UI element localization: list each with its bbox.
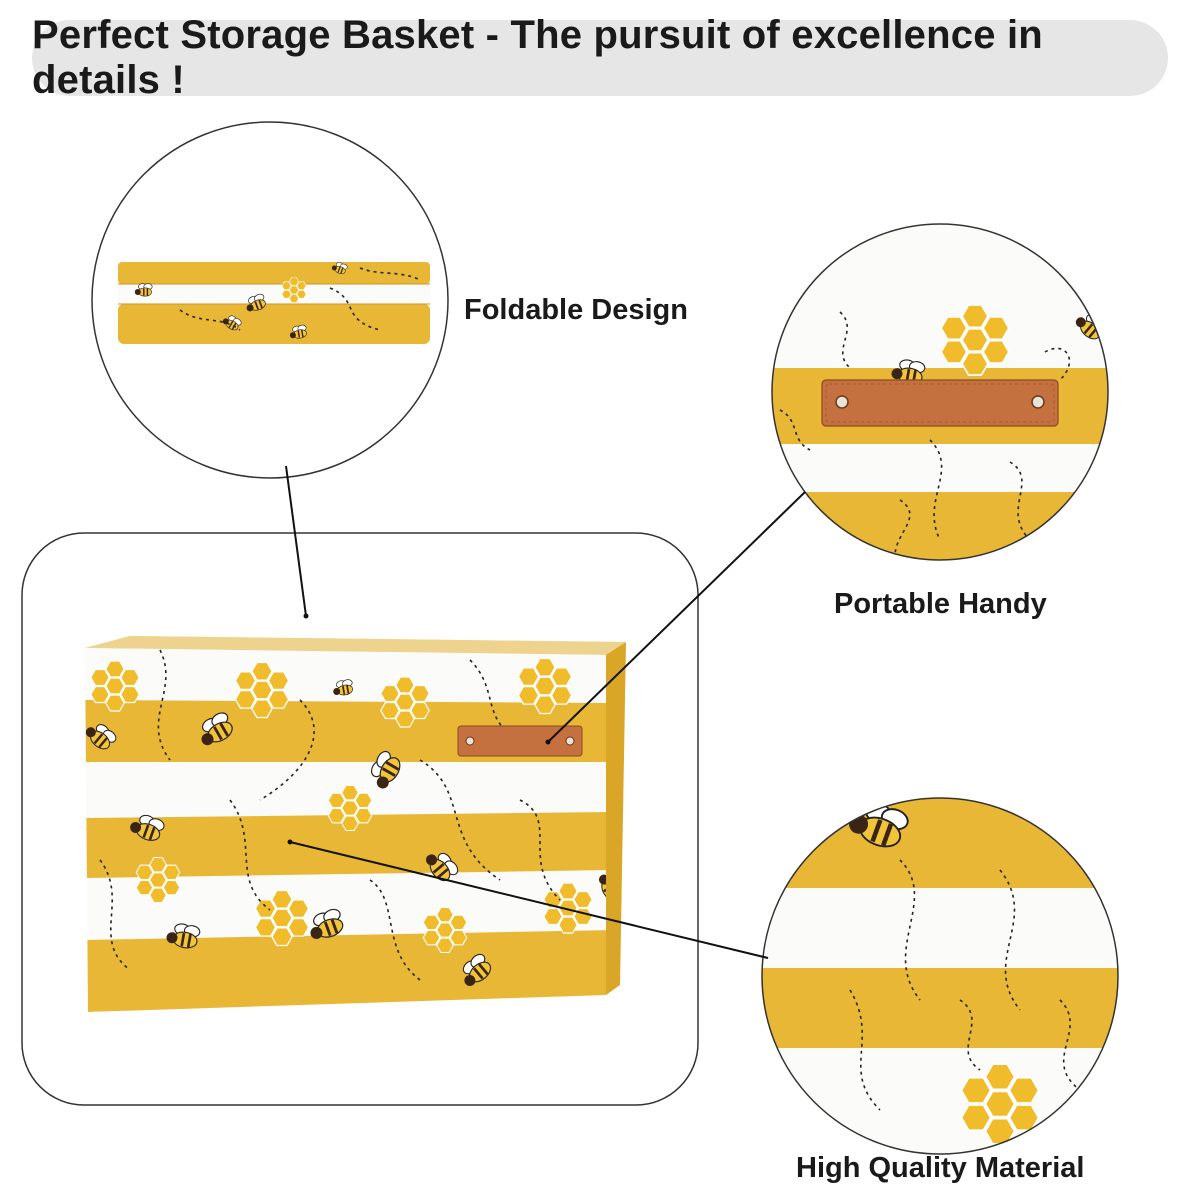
product-frame — [21, 532, 699, 1106]
bee-icon — [246, 293, 266, 312]
flight-path — [369, 879, 421, 981]
bee-icon — [85, 724, 117, 750]
bee-icon — [462, 953, 492, 986]
bee-icon — [134, 283, 153, 297]
basket-side — [606, 642, 626, 995]
folded-basket — [118, 262, 430, 344]
material-detail-circle — [761, 797, 1119, 1155]
flight-path — [1059, 999, 1081, 1091]
bee-icon — [370, 750, 401, 789]
leather-handle — [821, 379, 1059, 427]
flight-path — [329, 287, 381, 331]
honeycomb-icon — [254, 889, 310, 947]
portable-handy-label: Portable Handy — [834, 588, 1047, 620]
honeycomb-icon — [380, 676, 430, 728]
honeycomb-icon — [960, 1063, 1040, 1145]
honeycomb-icon — [281, 277, 307, 303]
foldable-design-label: Foldable Design — [464, 294, 688, 326]
flight-path — [899, 859, 921, 1001]
bee-icon — [289, 324, 307, 339]
handle-callout-line — [547, 491, 806, 743]
honeycomb-icon — [327, 784, 373, 832]
page-title: Perfect Storage Basket - The pursuit of … — [32, 13, 1043, 102]
flight-path — [229, 799, 271, 911]
material-callout-line — [289, 841, 769, 959]
bee-icon — [201, 712, 233, 746]
honeycomb-icon — [90, 660, 140, 712]
flight-path — [157, 649, 171, 761]
flight-path — [259, 699, 315, 801]
bee-icon — [130, 814, 165, 841]
bee-icon — [166, 923, 201, 949]
flight-path — [519, 799, 561, 901]
flight-path — [849, 989, 881, 1111]
handle-detail-circle — [771, 223, 1109, 561]
honeycomb-icon — [234, 661, 290, 719]
flight-path — [179, 309, 241, 331]
flight-path — [999, 869, 1021, 1011]
basket-handle — [457, 725, 583, 757]
bee-icon — [310, 908, 344, 939]
honeycomb-icon — [940, 304, 1010, 376]
bee-icon — [331, 262, 348, 275]
title-banner: Perfect Storage Basket - The pursuit of … — [32, 13, 1168, 102]
basket-front-panel — [85, 648, 612, 1012]
foldable-detail-circle — [91, 121, 449, 479]
flight-path — [359, 267, 421, 281]
flight-path — [894, 499, 911, 560]
flight-path — [99, 859, 131, 971]
honeycomb-icon — [517, 657, 573, 715]
flight-path — [929, 439, 943, 541]
flight-path — [1009, 461, 1031, 541]
honeycomb-icon — [135, 856, 181, 904]
foldable-callout-line — [285, 465, 307, 617]
honeycomb-icon — [422, 906, 468, 954]
flight-path — [839, 311, 851, 369]
high-quality-material-label: High Quality Material — [796, 1152, 1085, 1184]
bee-icon — [333, 679, 353, 696]
storage-basket — [85, 636, 626, 1012]
